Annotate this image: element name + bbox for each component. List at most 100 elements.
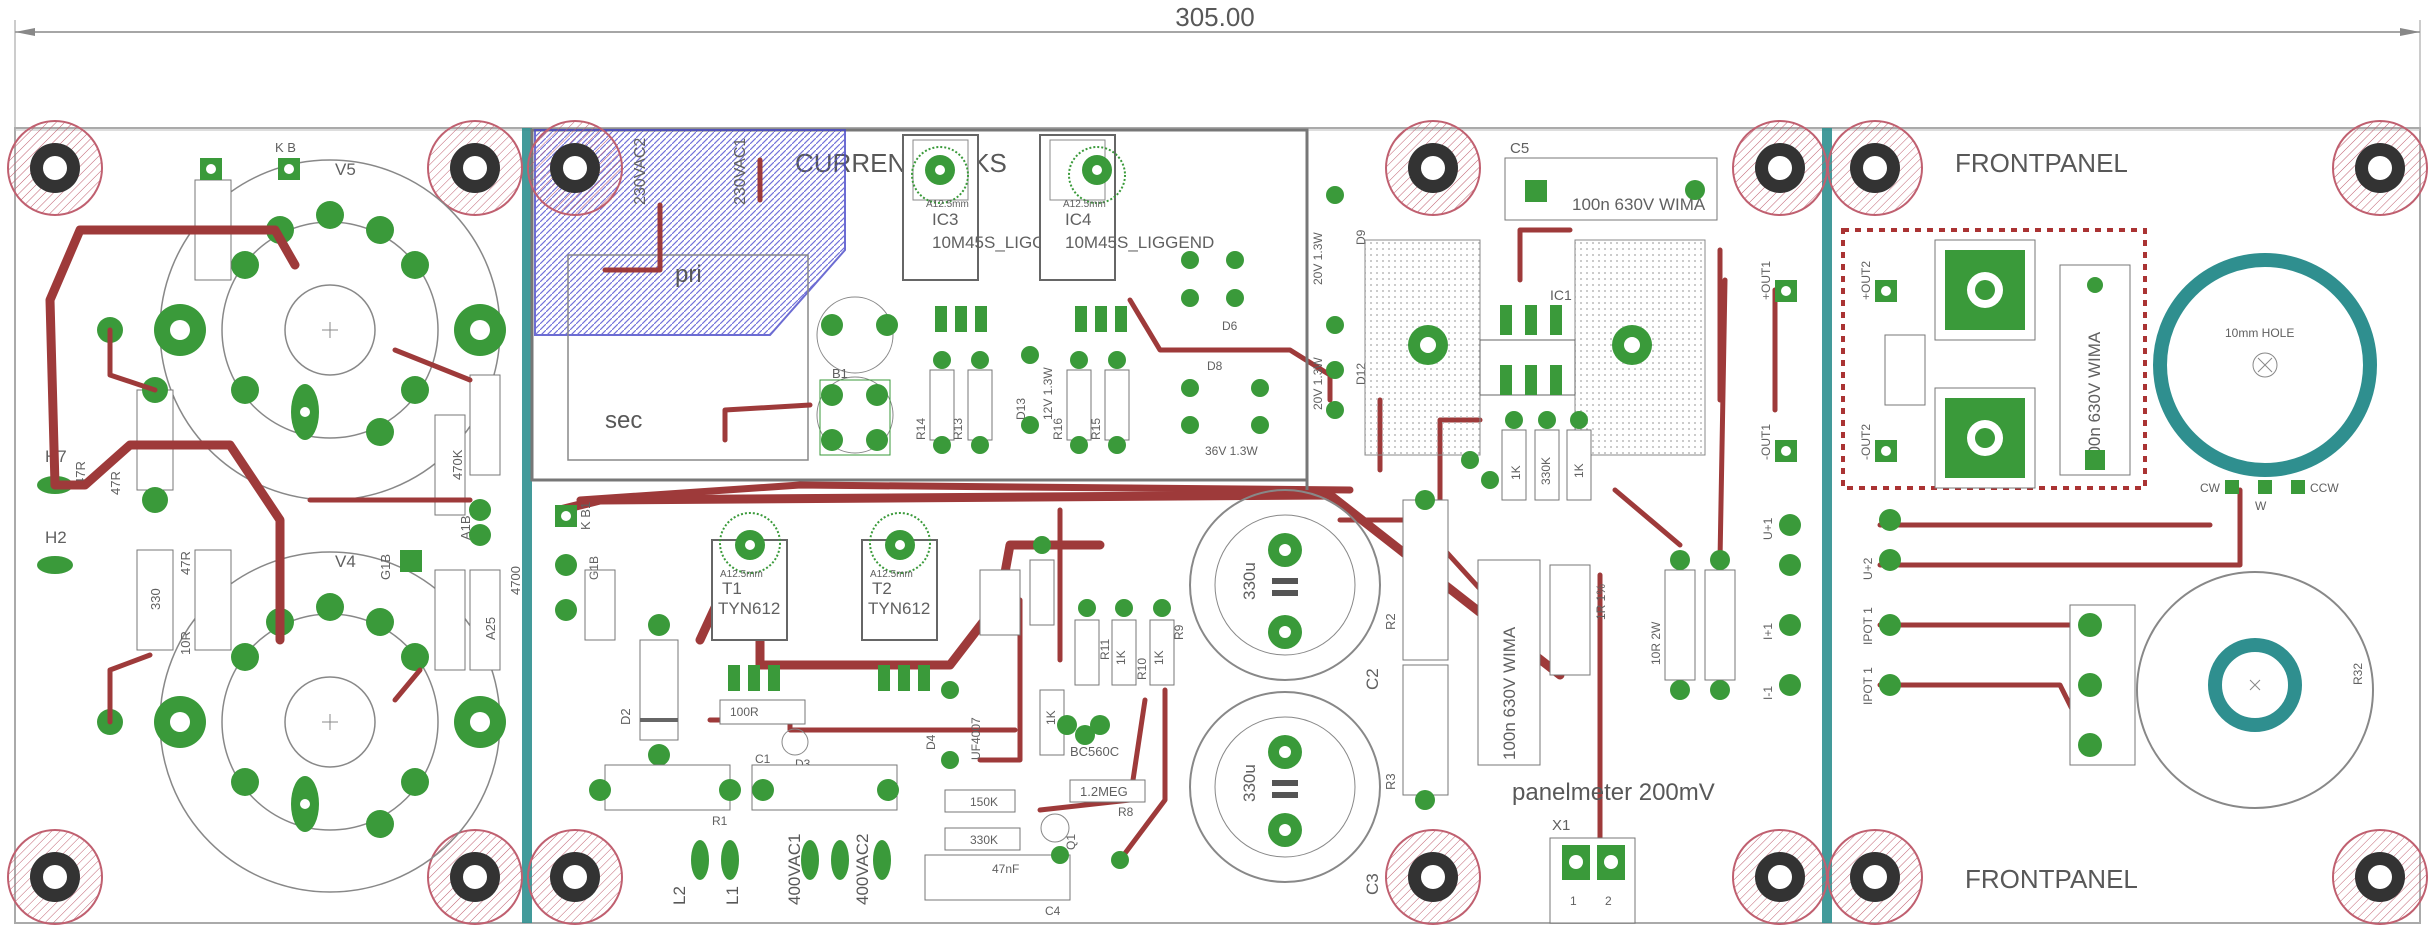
capacitor-c3: 330u C3 [1189,691,1382,895]
frontpanel-bottom-label: FRONTPANEL [1965,864,2138,894]
r-1k-e-label: 1K [1572,463,1586,478]
r3-label: R3 [1383,773,1398,790]
r1-label: R1 [712,814,728,828]
c5-label: C5 [1510,140,1529,157]
mount-hole [2332,829,2428,925]
res-470k-label: 470K [450,449,465,480]
panelmeter: panelmeter 200mV X1 1 2 [1512,779,1715,924]
uf4007-label: UF4007 [969,717,983,760]
ic3-label: IC3 [932,210,958,229]
c2-value: 330u [1240,562,1259,600]
resistors-ic1: 1K 330K 1K [1461,411,1592,501]
panelmeter-label: panelmeter 200mV [1512,779,1715,806]
capacitor-c7: 100n 630V WIMA [1477,559,1541,766]
q-1pct-label: 1R 1% [1594,584,1608,620]
mount-hole [1827,829,1923,925]
r-1k-c-label: 1K [1152,650,1166,665]
mount-hole [7,829,103,925]
q1-label: Q1 [1064,834,1078,850]
x1-pin1-label: 1 [1570,894,1577,908]
resistors-r2-r3: R2 R3 [1383,490,1449,810]
d8-value: 36V 1.3W [1205,444,1258,458]
d2-label: D2 [618,708,633,725]
res-47r-b-label: 47R [178,551,193,575]
bridge-b1: B1 [816,296,898,456]
ic1-heatsinks: IC1 [1364,239,1706,456]
ic1-label: IC1 [1550,287,1572,303]
d13-value: 12V 1.3W [1041,367,1055,420]
c4-label: C4 [1045,904,1061,918]
hole-label: 10mm HOLE [2225,326,2294,340]
r8-value: 1.2MEG [1080,784,1128,799]
diode-d4: D4 UF4007 [924,681,983,769]
v5-label: V5 [335,160,356,179]
t2-value: TYN612 [868,599,930,618]
mount-hole [427,829,523,925]
d13-label: D13 [1014,398,1028,420]
t1-label: T1 [722,579,742,598]
kb1-label: K B1 [578,502,593,530]
nout2-label: -OUT2 [1859,424,1873,460]
mount-hole [527,829,623,925]
u1-label: U+1 [1761,517,1775,540]
r32-label: R32 [2351,663,2365,685]
d8-label: D8 [1207,359,1223,373]
r15-label: R15 [1089,418,1103,440]
r-330k-label: 330K [970,833,998,847]
frontpanel-top-label: FRONTPANEL [1955,148,2128,178]
kb1-group: K B1 G1B [555,502,616,641]
r-1k-d-label: 1K [1044,710,1058,725]
res-a25-label: A25 [483,617,498,640]
bc560c-label: BC560C [1070,744,1119,759]
mount-hole [1385,120,1481,216]
dimension-text: 305.00 [1175,2,1255,32]
lower-middle-parts: 100R D3 C1 R1 L2 L1 400VAC1 400VAC2 [589,699,899,905]
r10-label: R10 [1135,658,1149,680]
l2-label: L2 [670,886,689,905]
r-1k-a-label: 1K [1509,465,1523,480]
g1b2-label: G1B [587,556,601,580]
ipot1-label: IPOT 1 [1861,607,1875,645]
pot-10mm-hole: 10mm HOLE CW W CCW [2153,253,2377,513]
bias-resistors: R11 R10 R9 1K 1K 1K BC560C [979,536,1186,759]
capacitor-c5: C5 100n 630V WIMA [1504,140,1718,221]
c4-value: 47nF [992,862,1019,876]
r13-label: R13 [951,418,965,440]
t1-value: TYN612 [718,599,780,618]
res-47r-c-label: 47R [73,461,88,485]
frontpanel-section: FRONTPANEL FRONTPANEL +OUT2 -OUT2 100n 6… [1841,148,2147,894]
diode-d2: D2 [618,614,679,766]
mounting-holes [7,120,2428,925]
ic4-regulator: IC4 10M45S_LIGGEND A12.5mm [1039,134,1214,332]
ccw-label: CCW [2310,481,2339,495]
w-label: W [2255,499,2267,513]
c3-value: 330u [1240,764,1259,802]
timing-parts: 150K 330K 47nF C4 1.2MEG R8 Q1 [924,779,1146,918]
r2-label: R2 [1383,613,1398,630]
mount-hole [1732,120,1828,216]
nout1-label: -OUT1 [1759,424,1773,460]
r16-label: R16 [1051,418,1065,440]
cw-label: CW [2200,481,2221,495]
mount-hole [1385,829,1481,925]
section-dividers [522,128,1832,923]
u2-label: U+2 [1861,557,1875,580]
i1-label: I+1 [1761,623,1775,640]
c2-label: C2 [1363,668,1382,690]
res-4700-label: 4700 [508,566,523,595]
tube-socket-v4: V4 [154,551,506,893]
c7-value: 100n 630V WIMA [1500,626,1519,760]
t2-tag: A12.5mm [870,569,913,580]
mount-hole [1732,829,1828,925]
res-330-label: 330 [148,588,163,610]
r-330k-b-label: 330K [1539,457,1553,485]
d6-label: D6 [1222,319,1238,333]
r-10r2w-label: 10R 2W [1649,621,1663,665]
ac1-label: 400VAC1 [785,833,804,905]
r9-label: R9 [1172,624,1186,640]
ic4-value: 10M45S_LIGGEND [1065,233,1214,252]
sec-label: sec [605,407,642,434]
out2-label: +OUT2 [1859,261,1873,300]
c3-label: C3 [1363,873,1382,895]
